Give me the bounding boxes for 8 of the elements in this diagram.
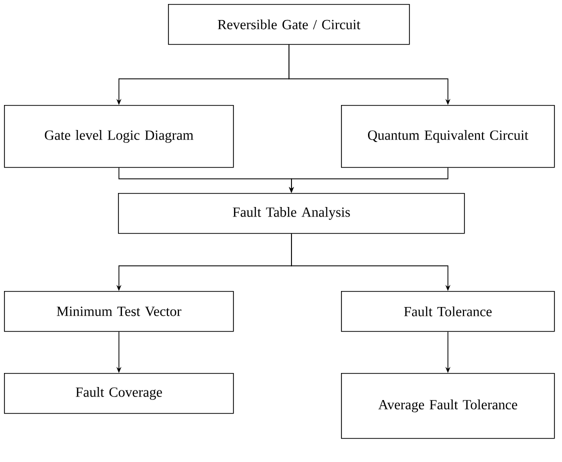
process-box: Fault Tolerance [341, 291, 555, 332]
process-box: Fault Table Analysis [118, 193, 465, 234]
process-box: Minimum Test Vector [4, 291, 234, 332]
process-box: Gate level Logic Diagram [4, 105, 234, 168]
process-box: Average Fault Tolerance [341, 373, 555, 439]
process-box: Quantum Equivalent Circuit [341, 105, 555, 168]
process-box: Reversible Gate / Circuit [168, 4, 410, 45]
process-box: Fault Coverage [4, 373, 234, 414]
